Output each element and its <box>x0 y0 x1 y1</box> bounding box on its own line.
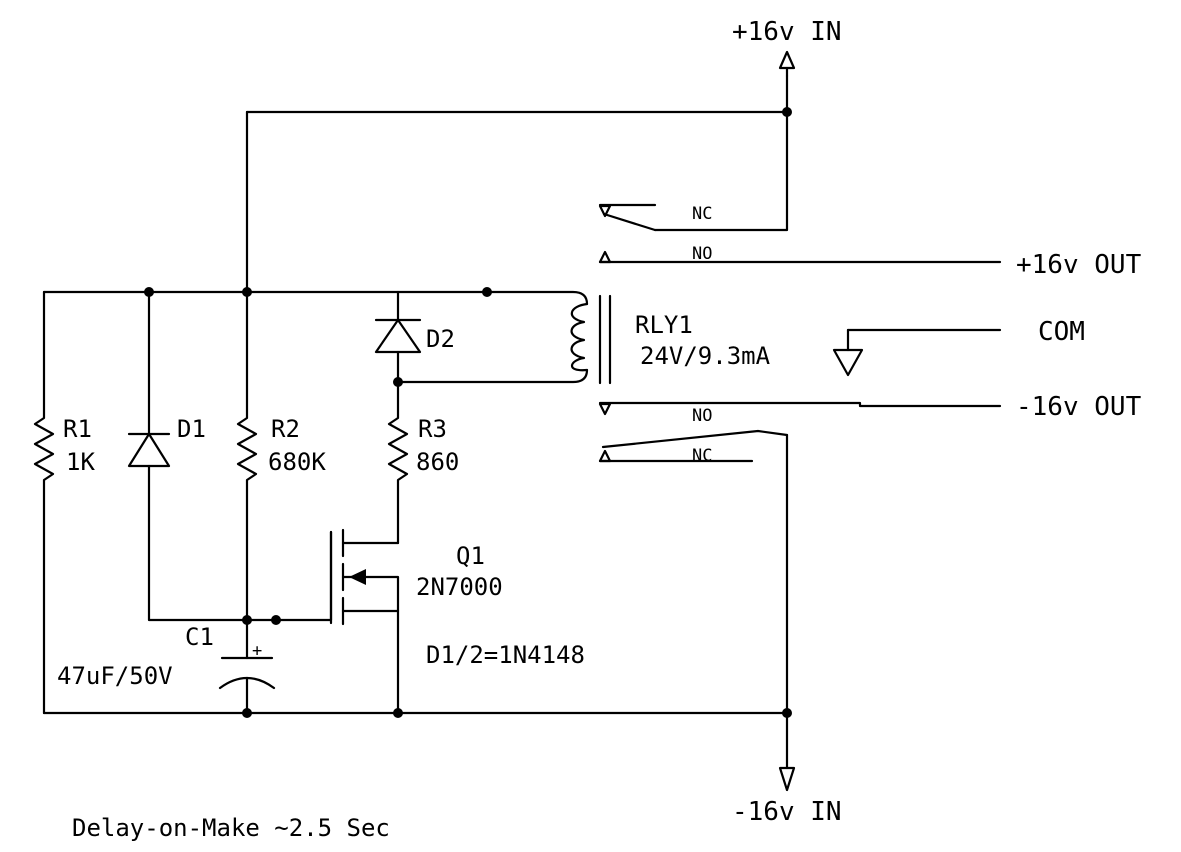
neg-out-label: -16v OUT <box>1016 392 1142 422</box>
r2-value-label: 680K <box>268 448 326 476</box>
relay-name-label: RLY1 <box>635 311 693 339</box>
d2-name-label: D2 <box>426 325 455 353</box>
positive-rail <box>245 50 796 294</box>
resistor-r2 <box>236 290 258 625</box>
diode-d2 <box>374 290 422 387</box>
relay-rating-label: 24V/9.3mA <box>640 342 771 370</box>
pos-out-label: +16v OUT <box>1016 250 1142 280</box>
c1-value-label: 47uF/50V <box>57 662 173 690</box>
neg-in-label: -16v IN <box>732 797 842 827</box>
mosfet-q1 <box>329 528 403 718</box>
r1-name-label: R1 <box>63 415 92 443</box>
capacitor-c1 <box>218 618 276 718</box>
relay-contacts-top <box>598 203 1002 264</box>
r2-name-label: R2 <box>271 415 300 443</box>
pos-in-label: +16v IN <box>732 17 842 47</box>
negative-rail <box>42 433 796 792</box>
r1-value-label: 1K <box>66 448 95 476</box>
coil-return <box>396 368 589 384</box>
no-bottom-label: NO <box>692 406 712 426</box>
top-bus <box>42 287 589 306</box>
d1-name-label: D1 <box>177 415 206 443</box>
nc-top-label: NC <box>692 204 712 224</box>
diode-d1 <box>127 290 249 622</box>
c1-name-label: C1 <box>185 623 214 651</box>
diode-note-label: D1/2=1N4148 <box>426 641 585 669</box>
nc-bottom-label: NC <box>692 446 712 466</box>
caption: Delay-on-Make ~2.5 Sec <box>72 814 390 842</box>
no-top-label: NO <box>692 244 712 264</box>
q1-part-label: 2N7000 <box>416 573 503 601</box>
resistor-r3 <box>387 380 409 545</box>
relay-contacts-bottom <box>598 401 1002 463</box>
r3-value-label: 860 <box>416 448 459 476</box>
c1-polarity-label: + <box>252 641 262 661</box>
relay-coil <box>570 294 612 385</box>
q1-name-label: Q1 <box>456 542 485 570</box>
com-label: COM <box>1038 317 1085 347</box>
gate-net <box>245 530 333 625</box>
com-ground <box>832 328 1002 377</box>
resistor-r1 <box>33 290 55 715</box>
r3-name-label: R3 <box>418 415 447 443</box>
